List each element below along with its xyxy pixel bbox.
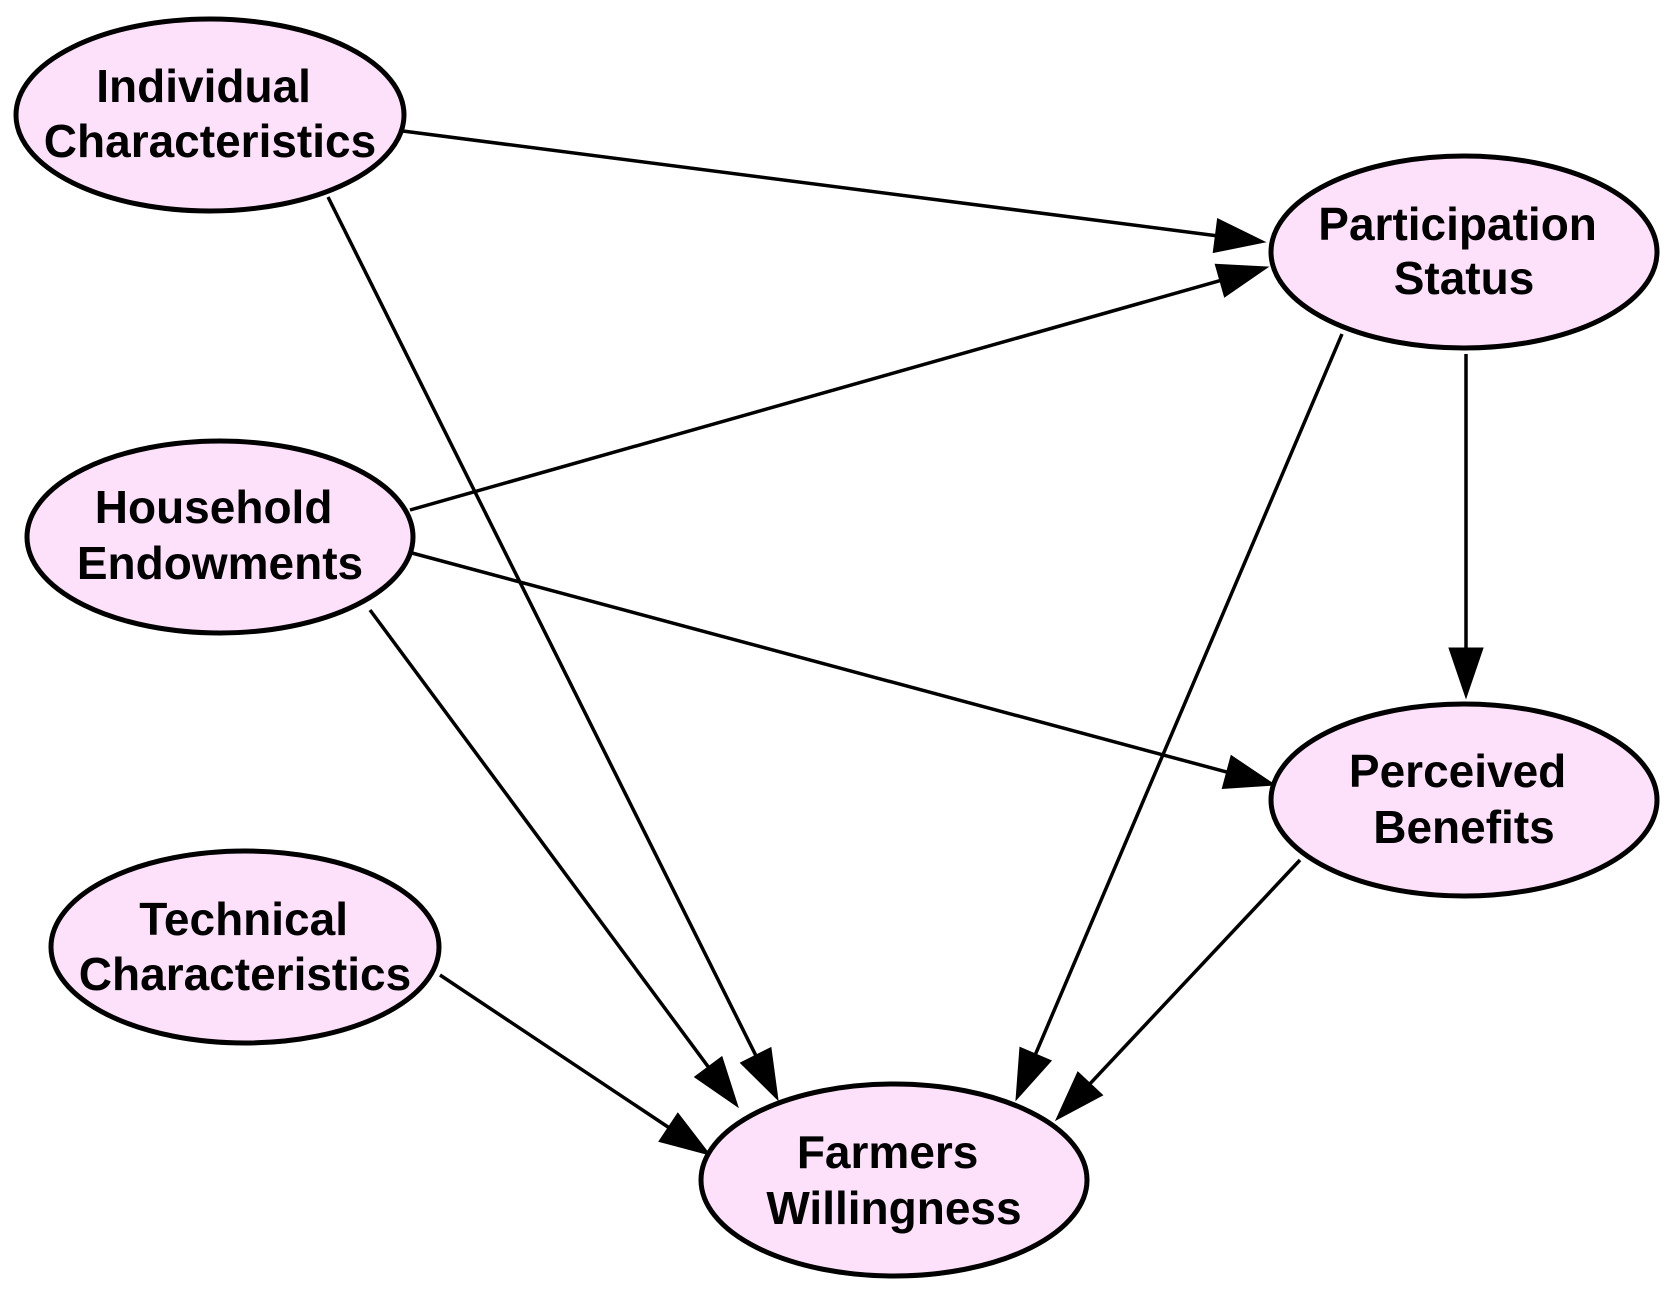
node-perceived-benefits: Perceived Benefits: [1268, 701, 1660, 899]
node-technical-characteristics: Technical Characteristics: [48, 848, 442, 1046]
node-farmers-label-line2: Willingness: [766, 1182, 1021, 1234]
node-participation-status: Participation Status: [1268, 153, 1660, 351]
node-technical-label-line1: Technical: [139, 893, 348, 945]
edge-individual-to-farmers: [326, 196, 760, 1060]
node-participation-label-line1: Participation: [1318, 198, 1597, 250]
edge-household-to-farmers: [368, 608, 713, 1072]
edge-household-to-participation: [409, 277, 1225, 512]
arrowhead-household-to-perceived: [1221, 754, 1277, 789]
edge-perceived-to-farmers: [1086, 858, 1302, 1088]
node-perceived-label-line1: Perceived: [1349, 745, 1566, 797]
node-perceived-label-line2: Benefits: [1373, 801, 1554, 853]
arrowhead-individual-to-farmers: [739, 1046, 779, 1102]
node-household-label-line1: Household: [95, 481, 333, 533]
svg-text:Participation Status: Participation Status: [1318, 198, 1609, 304]
arrowhead-technical-to-farmers: [658, 1112, 712, 1156]
edge-household-to-perceived: [411, 551, 1232, 775]
svg-text:Perceived Benefits: Perceived Benefits: [1349, 745, 1579, 853]
node-individual-characteristics: Individual Characteristics: [13, 16, 407, 214]
node-perceived-shape: [1268, 701, 1660, 899]
edge-technical-to-farmers: [439, 973, 673, 1131]
node-household-endowments: Household Endowments: [24, 438, 416, 636]
svg-text:Individual Characteristi: Individual Characteristics: [44, 60, 376, 167]
node-household-shape: [24, 438, 416, 636]
svg-text:Technical Characteristic: Technical Characteristics: [79, 893, 411, 1000]
arrowhead-household-to-participation: [1214, 263, 1270, 298]
node-farmers-shape: [698, 1081, 1090, 1279]
arrowhead-participation-to-perceived: [1448, 647, 1484, 700]
edges-layer: [326, 128, 1484, 1156]
node-household-label-line2: Endowments: [77, 537, 363, 589]
edge-participation-to-farmers: [1032, 333, 1344, 1059]
node-participation-shape: [1268, 153, 1660, 351]
node-farmers-label-line1: Farmers: [797, 1126, 979, 1178]
svg-text:Household Endowments: Household Endowments: [77, 481, 363, 589]
node-technical-label-line2: Characteristics: [79, 948, 411, 1000]
node-participation-label-line2: Status: [1394, 252, 1535, 304]
node-individual-shape: [13, 16, 407, 214]
node-technical-shape: [48, 848, 442, 1046]
arrowhead-individual-to-participation: [1212, 217, 1267, 254]
svg-text:Farmers Willingness: Farmers Willingness: [766, 1126, 1021, 1234]
node-farmers-willingness: Farmers Willingness: [698, 1081, 1090, 1279]
arrowhead-perceived-to-farmers: [1054, 1071, 1104, 1122]
node-individual-label-line1: Individual: [96, 60, 311, 112]
edge-individual-to-participation: [394, 128, 1220, 238]
arrowhead-household-to-farmers: [693, 1055, 739, 1109]
arrowhead-participation-to-farmers: [1015, 1046, 1053, 1102]
node-individual-label-line2: Characteristics: [44, 115, 376, 167]
